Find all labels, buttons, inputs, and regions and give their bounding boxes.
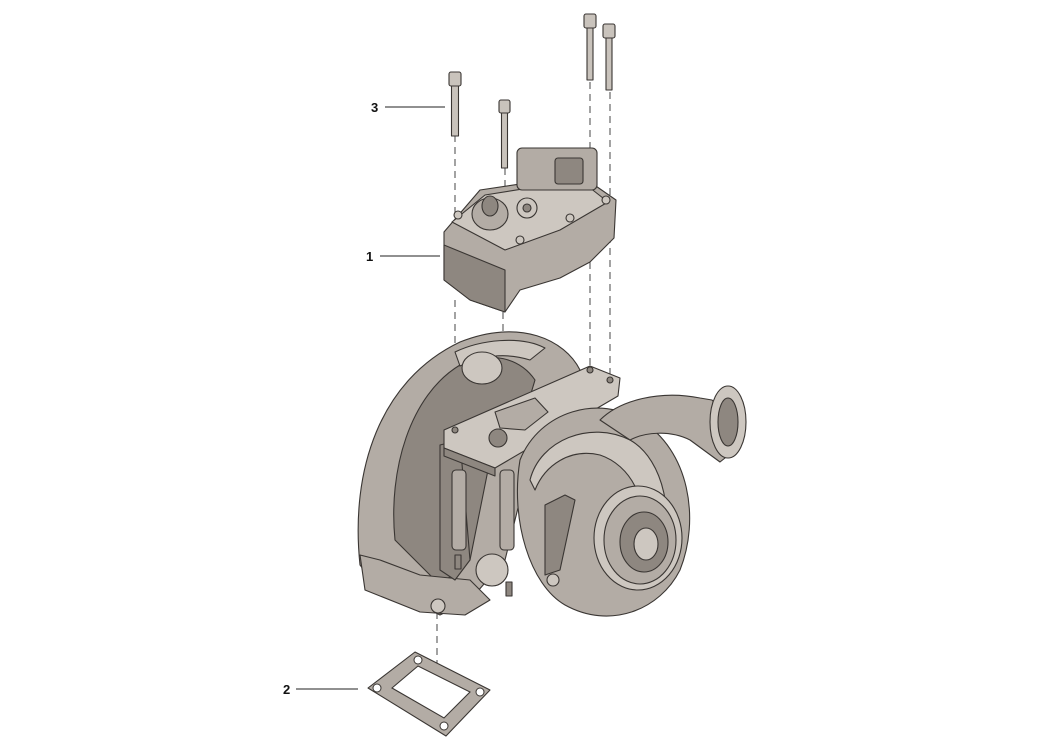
bolt-center [498,99,511,169]
callout-gasket: 2 [283,682,290,697]
gasket [367,651,491,737]
bolt-left [448,71,462,137]
bolt-group [448,13,616,169]
callout-bolt: 3 [371,100,378,115]
callout-actuator: 1 [366,249,373,264]
bolt-right-1 [583,13,597,81]
actuator [443,147,617,313]
turbocharger [357,331,747,617]
bolt-right-2 [602,23,616,91]
